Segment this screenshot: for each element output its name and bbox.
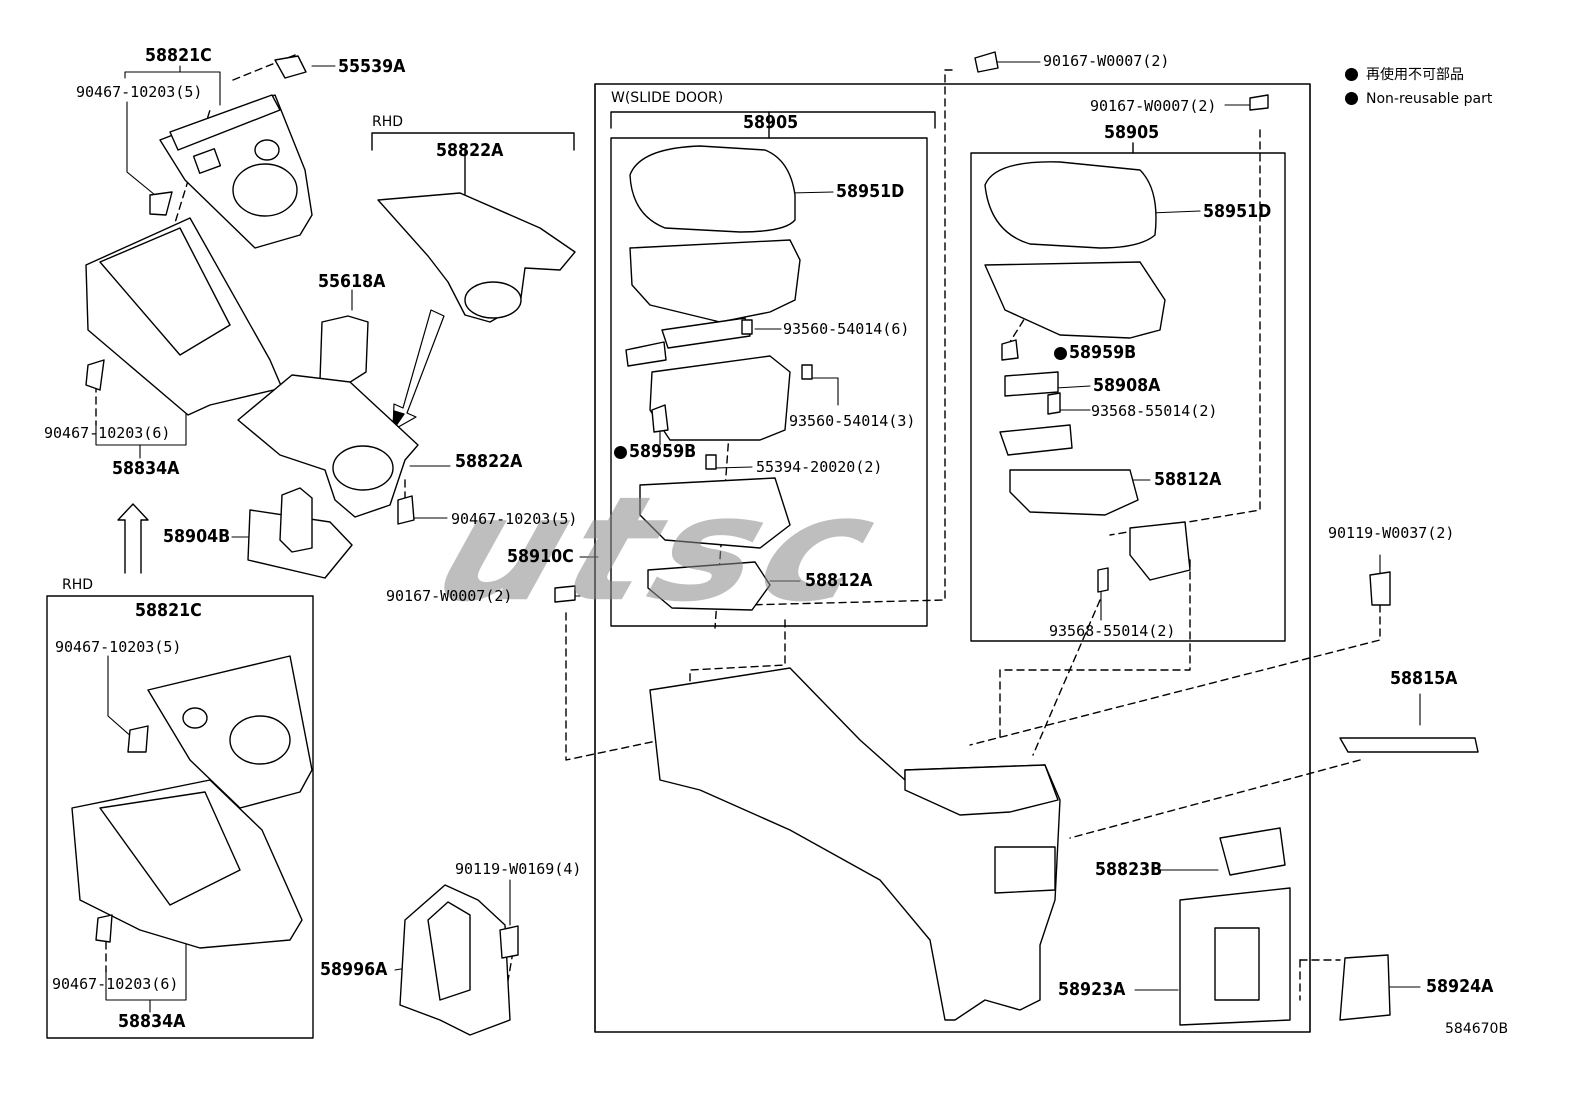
part-label: 58905 [743, 112, 799, 133]
part-label: 58951D [1203, 201, 1272, 222]
parts-left [71, 55, 576, 1036]
part-label: 90167-W0007(2) [386, 587, 513, 605]
part-label: 90167-W0007(2) [1090, 97, 1217, 115]
part-label: 58910C [507, 546, 574, 567]
part-label: 58905 [1104, 122, 1160, 143]
part-label: 58822A [436, 140, 504, 161]
part-label: 90119-W0037(2) [1328, 524, 1455, 542]
non-reusable-dot-icon [614, 446, 627, 459]
part-label: 58834A [112, 458, 180, 479]
parts-right-armrest [984, 94, 1269, 593]
non-reusable-dot-icon [1345, 68, 1358, 81]
part-label: 93568-55014(2) [1091, 402, 1218, 420]
section-rhd-top: RHD [372, 114, 404, 130]
part-label: 58821C [135, 600, 202, 621]
part-label: 58812A [1154, 469, 1222, 490]
part-label: 58815A [1390, 668, 1458, 689]
part-label: 90467-10203(6) [44, 424, 171, 442]
diagram-id: 584670B [1445, 1021, 1509, 1037]
part-label: 55539A [338, 56, 406, 77]
part-label: 58996A [320, 959, 388, 980]
part-label: 58821C [145, 45, 212, 66]
parts-console [554, 51, 1479, 1026]
part-label: 90467-10203(5) [76, 83, 203, 101]
section-rhd-bottom: RHD [62, 577, 94, 593]
part-label: 58959B [629, 441, 697, 462]
part-label: 58823B [1095, 859, 1163, 880]
non-reusable-dot-icon [1345, 92, 1358, 105]
part-label: 90467-10203(5) [55, 638, 182, 656]
part-label: 58923A [1058, 979, 1126, 1000]
part-label: 55618A [318, 271, 386, 292]
part-label: 58959B [1069, 342, 1137, 363]
part-label: 90119-W0169(4) [455, 860, 582, 878]
part-label: 93568-55014(2) [1049, 622, 1176, 640]
part-label: 55394-20020(2) [756, 458, 883, 476]
part-label: 93560-54014(6) [783, 320, 910, 338]
part-label: 58822A [455, 451, 523, 472]
legend-en: Non-reusable part [1366, 91, 1493, 107]
part-label: 90167-W0007(2) [1043, 52, 1170, 70]
solid-leaders [95, 61, 1421, 1013]
part-label: 58951D [836, 181, 905, 202]
part-label: 58904B [163, 526, 231, 547]
part-label: 58812A [805, 570, 873, 591]
part-label: 58908A [1093, 375, 1161, 396]
parts-slide-door [625, 145, 813, 611]
legend-jp: 再使用不可部品 [1366, 67, 1464, 83]
frames [46, 83, 1311, 1039]
part-label: 90467-10203(5) [451, 510, 578, 528]
non-reusable-dot-icon [1054, 347, 1067, 360]
part-label: 58924A [1426, 976, 1494, 997]
part-label: 90467-10203(6) [52, 975, 179, 993]
part-label: 58834A [118, 1011, 186, 1032]
part-label: 93560-54014(3) [789, 412, 916, 430]
section-slide-door: W(SLIDE DOOR) [611, 90, 724, 106]
